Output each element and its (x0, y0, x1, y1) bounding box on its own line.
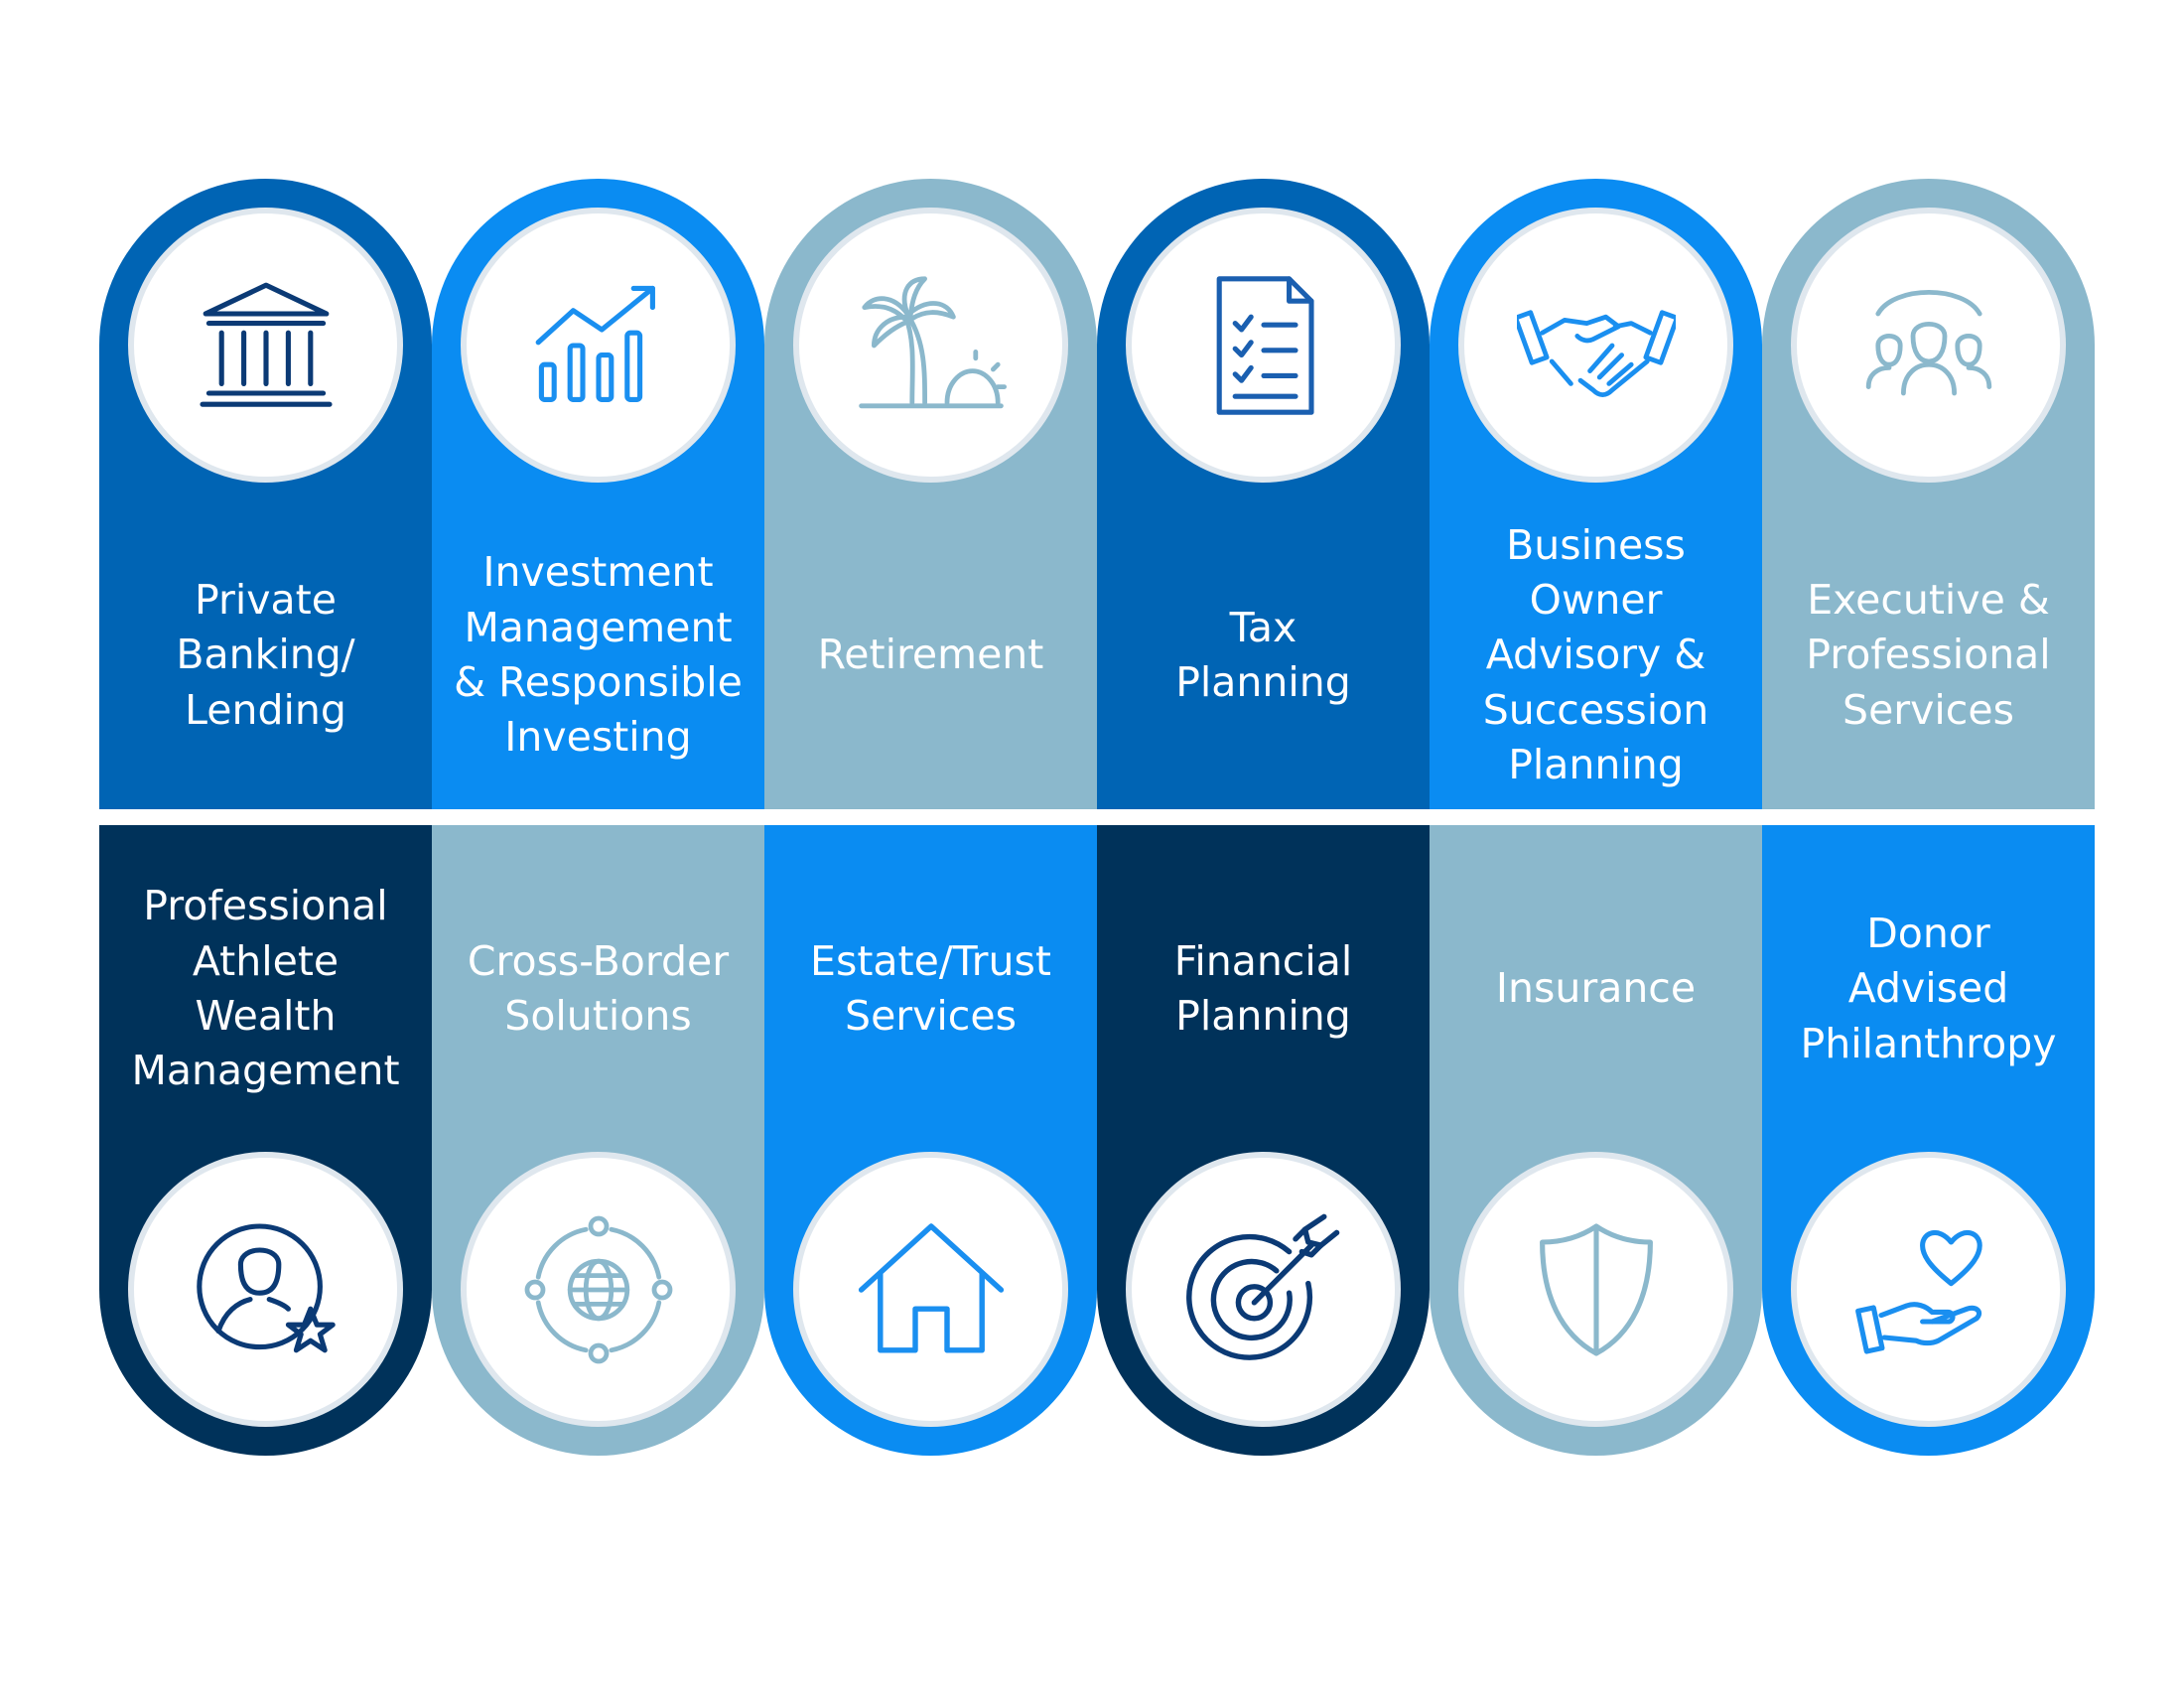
globe-network-icon (524, 1215, 672, 1363)
hand-heart-icon (1854, 1229, 1982, 1354)
icon-circle (1791, 208, 2066, 483)
tile-label: Investment Management & Responsible Inve… (442, 506, 754, 804)
tile-label: Tax Planning (1107, 506, 1420, 804)
label-line: Tax (1229, 603, 1297, 651)
label-line: Services (845, 992, 1017, 1040)
icon-circle (793, 208, 1068, 483)
tile-label: Professional Athlete Wealth Management (109, 825, 422, 1153)
label-line: Planning (1508, 741, 1684, 789)
label-line: & Responsible (454, 658, 743, 706)
label-line: Management (464, 603, 733, 651)
label-line: Planning (1175, 658, 1351, 706)
label-line: Professional (143, 882, 388, 930)
tile-cross-border: Cross-Border Solutions (432, 825, 764, 1456)
tile-business-owner-advisory: Business Owner Advisory & Succession Pla… (1430, 179, 1762, 809)
tile-label: Executive & Professional Services (1772, 506, 2085, 804)
shield-icon (1539, 1222, 1653, 1356)
label-line: Business Owner (1506, 520, 1686, 624)
tile-label: Private Banking/ Lending (109, 506, 422, 804)
tile-label: Financial Planning (1107, 825, 1420, 1153)
tile-donor-advised: Donor Advised Philanthropy (1762, 825, 2095, 1456)
label-line: Succession (1482, 685, 1709, 734)
label-line: Cross-Border (467, 936, 730, 985)
people-group-icon (1865, 289, 1991, 395)
label-line: Donor (1866, 909, 1990, 957)
label-line: Executive & (1807, 575, 2050, 624)
label-line: Advisory & (1485, 631, 1706, 679)
label-line: Management (131, 1047, 400, 1095)
checklist-document-icon (1216, 275, 1314, 415)
tile-label: Cross-Border Solutions (442, 825, 754, 1153)
label-line: Private (195, 575, 337, 624)
label-line: Lending (185, 685, 346, 734)
tile-financial-planning: Financial Planning (1097, 825, 1430, 1456)
tile-executive-professional: Executive & Professional Services (1762, 179, 2095, 809)
tile-label: Business Owner Advisory & Succession Pla… (1439, 506, 1752, 804)
growth-chart-icon (535, 285, 655, 402)
tile-label: Estate/Trust Services (774, 825, 1087, 1153)
icon-circle (461, 1152, 736, 1427)
label-line: Planning (1175, 992, 1351, 1040)
tile-private-banking: Private Banking/ Lending (99, 179, 432, 809)
tile-label: Donor Advised Philanthropy (1772, 825, 2085, 1153)
person-star-icon (196, 1222, 336, 1352)
tile-investment-management: Investment Management & Responsible Inve… (432, 179, 764, 809)
house-icon (858, 1222, 1004, 1353)
label-line: Professional (1806, 631, 2051, 679)
tile-estate-trust: Estate/Trust Services (764, 825, 1097, 1456)
label-line: Financial (1173, 936, 1353, 985)
icon-circle (1126, 208, 1401, 483)
icon-circle (128, 208, 403, 483)
label-line: Investment (482, 548, 714, 597)
tile-tax-planning: Tax Planning (1097, 179, 1430, 809)
icon-circle (1791, 1152, 2066, 1427)
label-line: Solutions (504, 992, 692, 1040)
bottom-row: Professional Athlete Wealth Management (99, 825, 2095, 1456)
tile-professional-athlete: Professional Athlete Wealth Management (99, 825, 432, 1456)
icon-circle (1458, 208, 1733, 483)
label-line: Advised (1847, 964, 2009, 1013)
icon-circle (1126, 1152, 1401, 1427)
label-line: Wealth (195, 992, 337, 1040)
icon-circle (128, 1152, 403, 1427)
label-line: Services (1843, 685, 2014, 734)
label-line: Athlete (192, 936, 340, 985)
target-arrow-icon (1185, 1213, 1339, 1360)
label-line: Retirement (817, 631, 1044, 679)
tile-insurance: Insurance (1430, 825, 1762, 1456)
palm-tree-icon (858, 275, 1007, 408)
handshake-icon (1516, 309, 1676, 397)
icon-circle (793, 1152, 1068, 1427)
tile-label: Retirement (774, 506, 1087, 804)
bank-icon (199, 282, 333, 407)
tile-retirement: Retirement (764, 179, 1097, 809)
icon-circle (461, 208, 736, 483)
services-diagram: Private Banking/ Lending Inve (99, 179, 2095, 1456)
label-line: Philanthropy (1800, 1019, 2057, 1067)
tile-label: Insurance (1439, 825, 1752, 1153)
label-line: Investing (504, 713, 692, 762)
label-line: Estate/Trust (810, 936, 1051, 985)
icon-circle (1458, 1152, 1733, 1427)
label-line: Insurance (1495, 964, 1697, 1013)
label-line: Banking/ (176, 631, 355, 679)
top-row: Private Banking/ Lending Inve (99, 179, 2095, 809)
